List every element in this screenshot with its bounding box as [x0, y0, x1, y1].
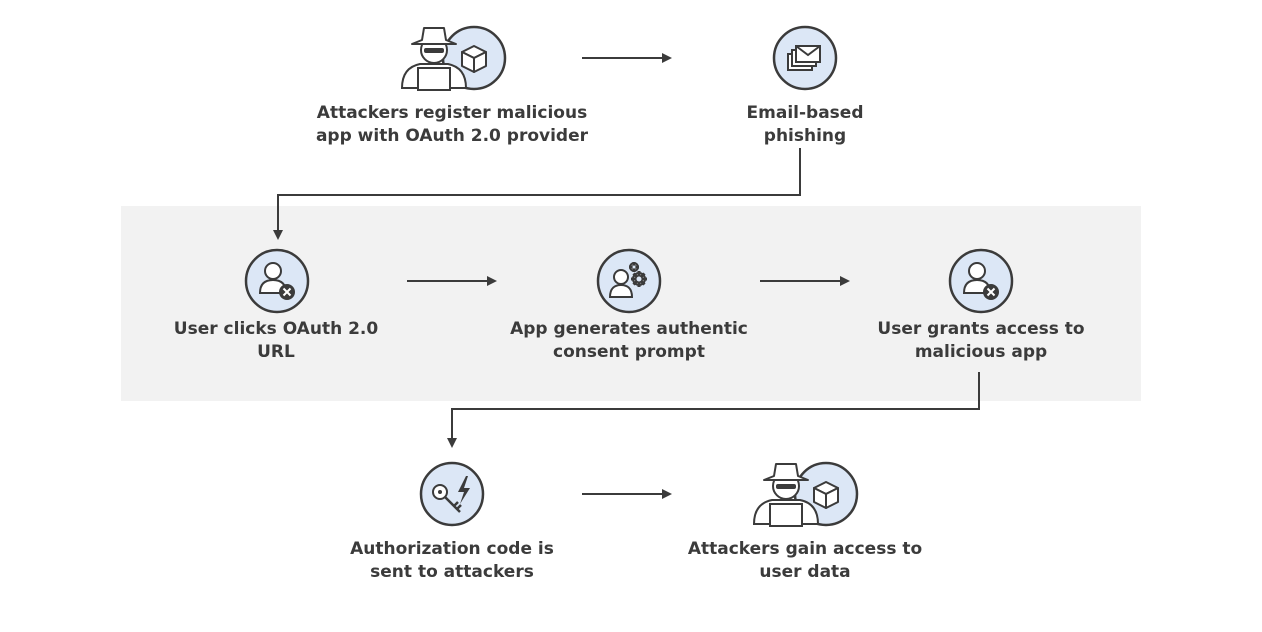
- step-label-line: phishing: [763, 126, 847, 146]
- step-label-line: App generates authentic: [510, 319, 748, 339]
- step-label-line: user data: [759, 562, 851, 582]
- arrow-phishing-to-click: [273, 148, 801, 240]
- user-gears-icon: [596, 248, 662, 314]
- step-label-line: Attackers register malicious: [316, 103, 588, 123]
- step-label-click: User clicks OAuth 2.0 URL: [146, 318, 406, 364]
- step-label-phishing: Email-based phishing: [705, 102, 905, 148]
- step-label-consent: App generates authentic consent prompt: [489, 318, 769, 364]
- step-label-line: consent prompt: [553, 342, 705, 362]
- user-blocked-icon: [244, 248, 310, 314]
- step-label-line: Attackers gain access to: [687, 539, 923, 559]
- step-label-line: malicious app: [914, 342, 1048, 362]
- email-icon: [772, 25, 838, 91]
- step-label-register: Attackers register malicious app with OA…: [302, 102, 602, 148]
- step-label-code: Authorization code is sent to attackers: [322, 538, 582, 584]
- step-label-line: User clicks OAuth 2.0: [173, 319, 379, 339]
- step-label-grant: User grants access to malicious app: [851, 318, 1111, 364]
- key-lightning-icon: [419, 461, 485, 527]
- step-label-line: URL: [257, 342, 295, 362]
- arrow-grant-to-code: [447, 372, 980, 448]
- step-label-line: Email-based: [746, 103, 864, 123]
- hacker-package-icon: [400, 25, 507, 91]
- hacker-package-icon: [752, 461, 859, 527]
- connectors: [273, 53, 980, 499]
- step-label-line: app with OAuth 2.0 provider: [315, 126, 589, 146]
- step-label-line: User grants access to: [877, 319, 1085, 339]
- step-label-gain: Attackers gain access to user data: [675, 538, 935, 584]
- step-label-line: sent to attackers: [370, 562, 534, 582]
- user-blocked-icon: [948, 248, 1014, 314]
- step-label-line: Authorization code is: [350, 539, 554, 559]
